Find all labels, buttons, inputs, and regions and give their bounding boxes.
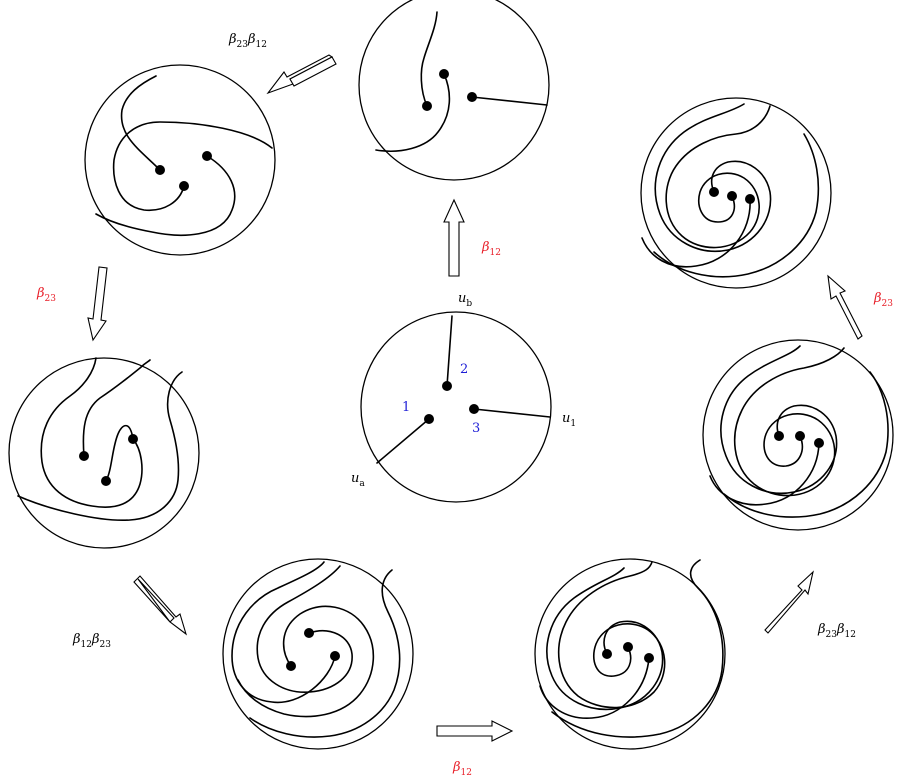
puncture bbox=[286, 661, 296, 671]
label-beta23-right: β23 bbox=[873, 291, 893, 309]
puncture-3 bbox=[469, 404, 479, 414]
puncture bbox=[304, 628, 314, 638]
disk-left bbox=[8, 357, 200, 549]
label-ua: ua bbox=[351, 471, 365, 489]
puncture bbox=[727, 191, 737, 201]
label-ub: ub bbox=[458, 291, 472, 309]
disk-top bbox=[358, 0, 550, 181]
puncture bbox=[745, 194, 755, 204]
puncture bbox=[602, 649, 612, 659]
puncture bbox=[155, 165, 165, 175]
puncture bbox=[623, 642, 633, 652]
arrow-center-to-top bbox=[443, 198, 465, 277]
disk-upper-right bbox=[640, 97, 832, 289]
puncture bbox=[467, 92, 477, 102]
label-puncture-1: 1 bbox=[402, 400, 410, 415]
puncture bbox=[330, 651, 340, 661]
puncture bbox=[79, 451, 89, 461]
disk-upper-left bbox=[84, 64, 276, 256]
puncture bbox=[709, 187, 719, 197]
label-puncture-3: 3 bbox=[472, 421, 480, 436]
puncture bbox=[795, 431, 805, 441]
puncture bbox=[644, 653, 654, 663]
puncture bbox=[439, 69, 449, 79]
puncture bbox=[814, 438, 824, 448]
label-beta12-beta23-left: β12β23 bbox=[72, 632, 111, 650]
puncture-2 bbox=[442, 381, 452, 391]
arrow-bottom-left-to-bottom-right bbox=[436, 720, 514, 742]
label-beta12-bottom: β12 bbox=[452, 760, 472, 778]
disk-center bbox=[360, 311, 552, 503]
puncture bbox=[202, 151, 212, 161]
puncture bbox=[128, 434, 138, 444]
label-beta12-top: β12 bbox=[481, 240, 501, 258]
arrow-left-to-bottom-left bbox=[133, 575, 188, 636]
label-beta23-beta12-right: β23β12 bbox=[817, 622, 856, 640]
label-beta23-beta12-top: β23β12 bbox=[228, 32, 267, 50]
arrow-top-to-upper-left bbox=[266, 54, 337, 95]
puncture bbox=[774, 431, 784, 441]
label-beta23-left: β23 bbox=[36, 286, 56, 304]
puncture bbox=[179, 181, 189, 191]
puncture bbox=[422, 101, 432, 111]
arrow-bottom-right-to-right bbox=[764, 570, 814, 634]
arrow-upper-left-to-left bbox=[87, 266, 108, 342]
label-u1: u1 bbox=[562, 411, 576, 429]
puncture bbox=[101, 476, 111, 486]
puncture-1 bbox=[424, 414, 434, 424]
disk-bottom-left bbox=[222, 558, 414, 750]
disk-right bbox=[702, 339, 894, 531]
arrow-right-to-upper-right bbox=[827, 274, 863, 340]
disk-bottom-right bbox=[534, 558, 726, 750]
label-puncture-2: 2 bbox=[460, 362, 468, 377]
